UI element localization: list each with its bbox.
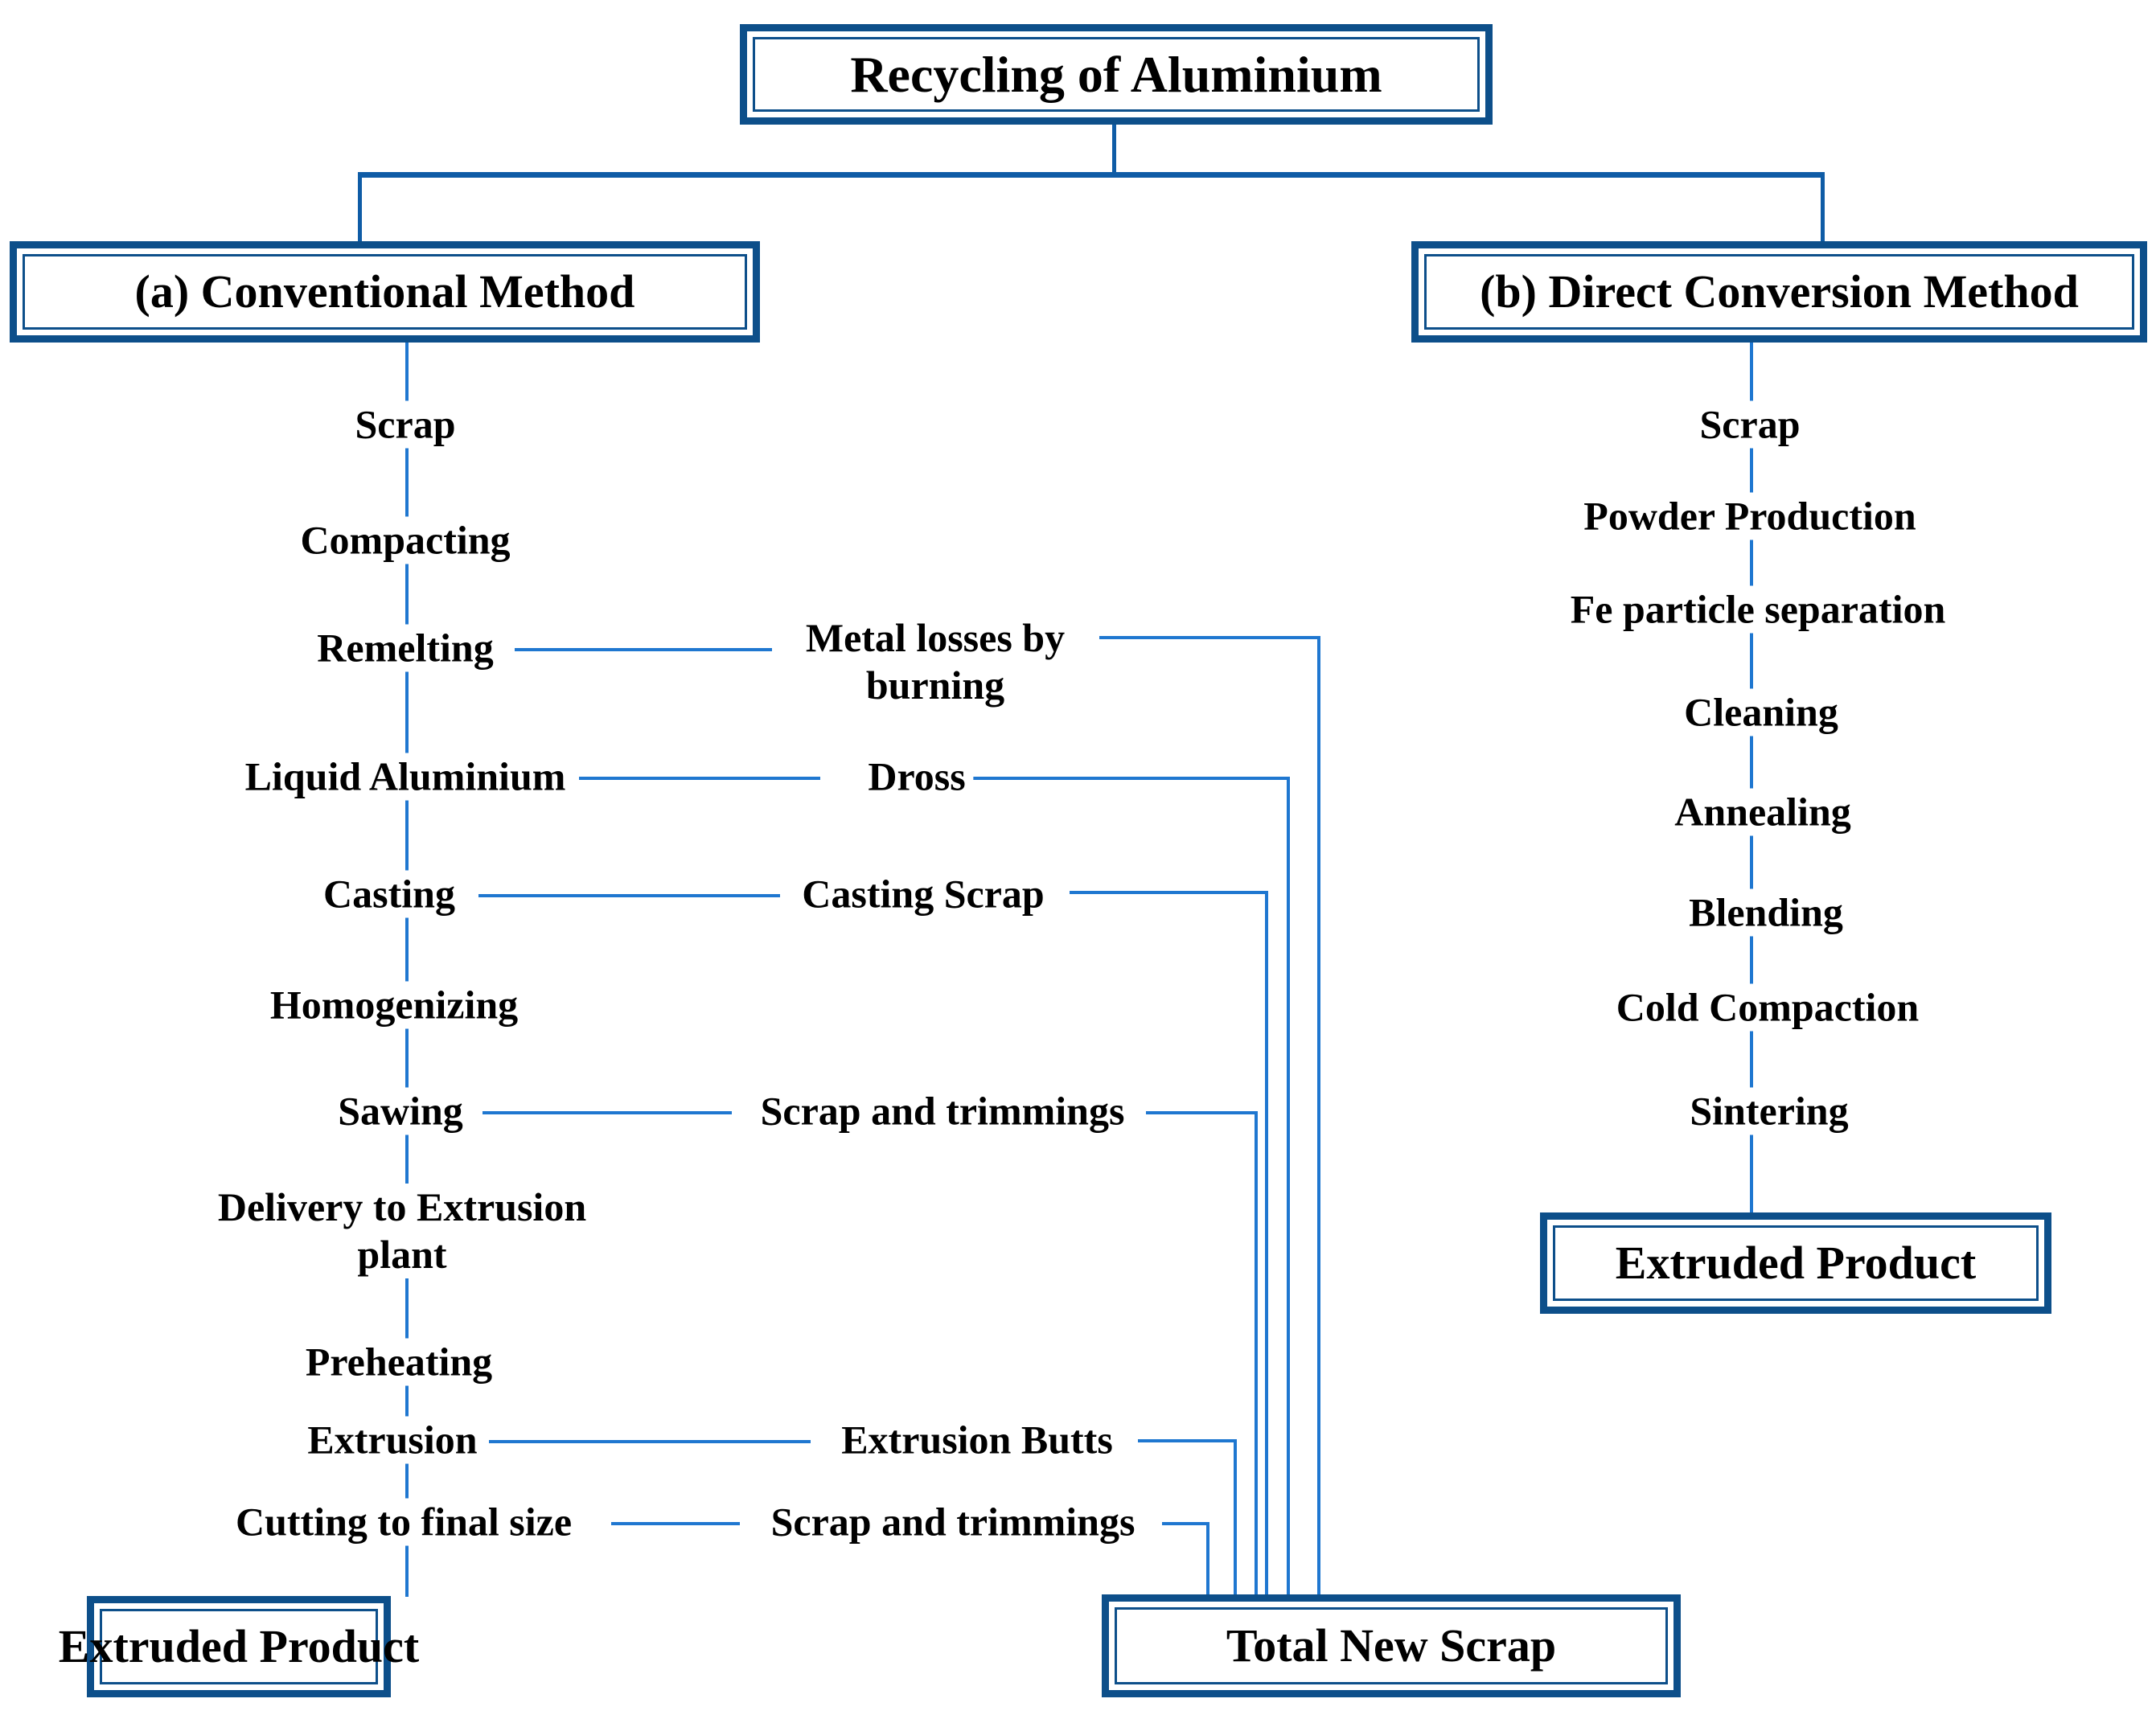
node-direct-conversion-method[interactable]: (b) Direct Conversion Method (1411, 241, 2147, 343)
step-powder-production: Powder Production (1575, 492, 1924, 540)
connector-to-conventional (358, 172, 362, 244)
node-label-extruded-right: Extruded Product (1615, 1236, 1977, 1289)
step-annealing: Annealing (1666, 788, 1859, 836)
node-conventional-method[interactable]: (a) Conventional Method (10, 241, 760, 343)
connector-sawing-to-trimmings (483, 1111, 732, 1114)
node-extruded-product-direct[interactable]: Extruded Product (1540, 1212, 2051, 1314)
step-sintering: Sintering (1682, 1087, 1857, 1135)
node-label-direct: (b) Direct Conversion Method (1480, 265, 2079, 318)
node-extruded-product-conventional[interactable]: Extruded Product (59, 1596, 419, 1697)
connector-drop-dross (1287, 777, 1290, 1598)
step-delivery-to-extrusion-plant: Delivery to Extrusion plant (209, 1184, 595, 1278)
connector-drop-butts (1234, 1439, 1237, 1598)
connector-remelting-to-losses (515, 648, 772, 651)
connector-dross-to-bus (973, 777, 1288, 780)
loss-metal-losses-by-burning: Metal losses by burning (797, 614, 1074, 709)
loss-scrap-and-trimmings-sawing: Scrap and trimmings (752, 1087, 1133, 1135)
step-liquid-aluminium: Liquid Aluminium (236, 753, 574, 801)
step-homogenizing: Homogenizing (261, 981, 527, 1029)
connector-castingscrap-to-bus (1070, 891, 1267, 894)
connector-drop-castingscrap (1265, 891, 1268, 1598)
loss-dross: Dross (860, 753, 974, 801)
step-compacting: Compacting (292, 516, 519, 564)
loss-scrap-and-trimmings-cutting: Scrap and trimmings (762, 1498, 1144, 1546)
step-remelting: Remelting (309, 624, 502, 672)
step-blending: Blending (1681, 888, 1851, 937)
step-scrap-direct: Scrap (1691, 400, 1809, 449)
connector-casting-to-castingscrap (478, 894, 780, 897)
node-label-total-scrap: Total New Scrap (1226, 1619, 1557, 1672)
connector-cutting-to-trimmings (611, 1522, 740, 1525)
connector-drop-trimmings2 (1206, 1522, 1209, 1598)
node-recycling-of-aluminium[interactable]: Recycling of Aluminium (740, 24, 1493, 125)
loss-casting-scrap: Casting Scrap (794, 870, 1053, 918)
connector-trimmings2-to-bus (1162, 1522, 1209, 1525)
connector-to-direct (1821, 172, 1825, 244)
connector-losses-to-bus (1099, 636, 1320, 639)
step-sawing: Sawing (330, 1087, 471, 1135)
step-cold-compaction: Cold Compaction (1608, 983, 1928, 1032)
connector-drop-losses (1317, 636, 1320, 1598)
step-preheating: Preheating (297, 1338, 501, 1386)
node-label-extruded-left: Extruded Product (58, 1619, 420, 1672)
node-label-conventional: (a) Conventional Method (134, 265, 635, 318)
step-scrap-conventional: Scrap (347, 400, 464, 449)
connector-extrusion-to-butts (489, 1440, 811, 1443)
step-cleaning: Cleaning (1676, 688, 1846, 736)
connector-liquid-to-dross (579, 777, 820, 780)
connector-root-bus (358, 172, 1825, 178)
connector-conventional-spine (405, 343, 409, 1597)
node-label-root: Recycling of Aluminium (850, 45, 1382, 103)
step-extrusion: Extrusion (299, 1416, 486, 1464)
step-casting: Casting (315, 870, 463, 918)
loss-extrusion-butts: Extrusion Butts (833, 1416, 1121, 1464)
step-cutting-to-final-size: Cutting to final size (227, 1498, 581, 1546)
connector-direct-spine (1750, 343, 1753, 1216)
connector-butts-to-bus (1138, 1439, 1236, 1442)
step-fe-particle-separation: Fe particle separation (1562, 585, 1954, 634)
connector-trimmings1-to-bus (1146, 1111, 1257, 1114)
connector-drop-trimmings1 (1255, 1111, 1258, 1598)
connector-root-down (1112, 125, 1116, 174)
node-total-new-scrap[interactable]: Total New Scrap (1102, 1594, 1681, 1697)
